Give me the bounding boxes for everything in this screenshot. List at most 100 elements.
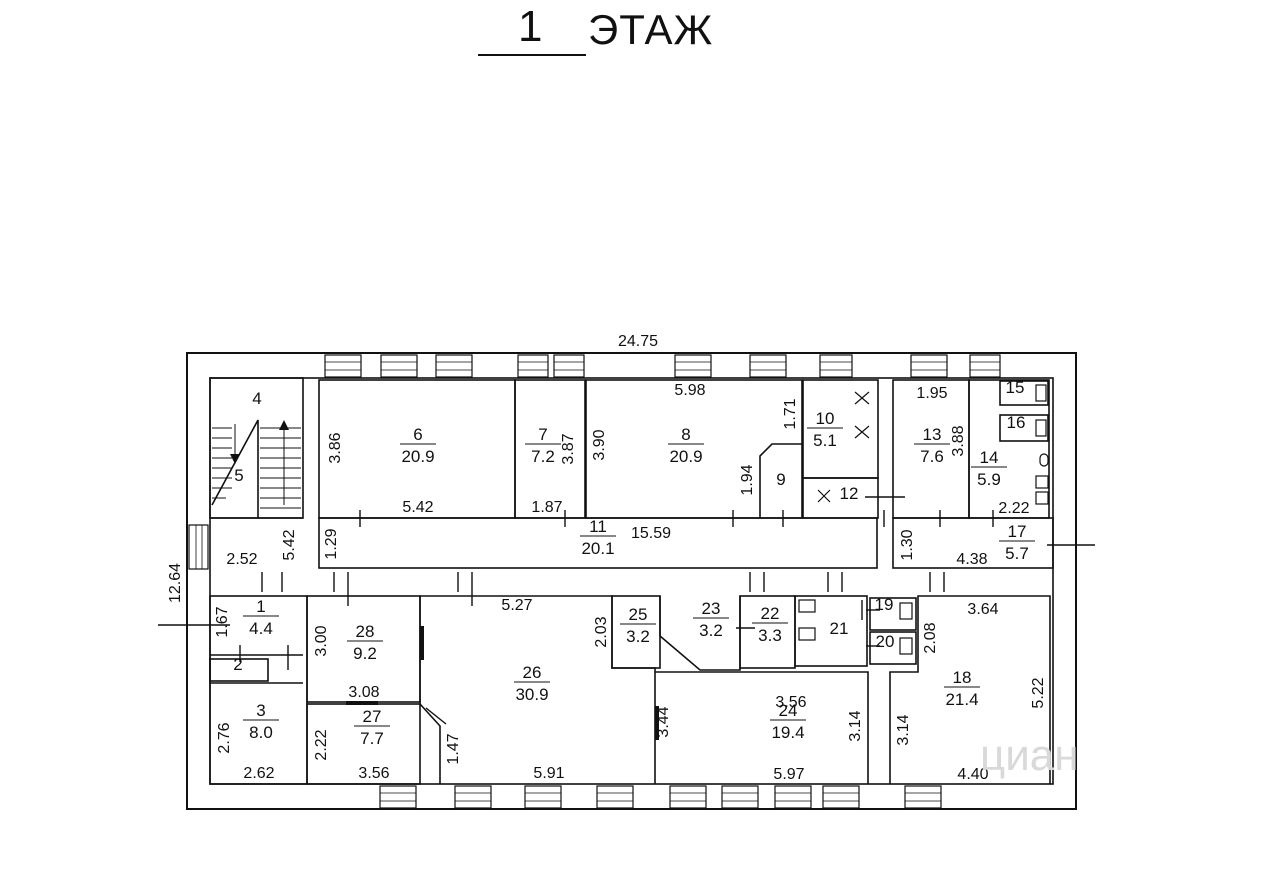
room-2-number: 2: [233, 655, 242, 674]
dimension-5: 3.90: [591, 429, 608, 460]
window-north-10: [969, 354, 1001, 378]
room-16-label: 16: [1007, 413, 1026, 432]
window-south-7: [774, 785, 812, 809]
dimension-25: 3.56: [775, 694, 806, 711]
room-5-label: 5: [234, 466, 243, 485]
sink-icon-21b: [798, 627, 816, 641]
window-south-5: [669, 785, 707, 809]
window-south-8: [822, 785, 860, 809]
dimension-18: 5.27: [501, 597, 532, 614]
room-20-label: 20: [876, 632, 895, 651]
washbasin-icon: [1039, 453, 1049, 467]
room-13-label: 137.6: [914, 425, 950, 466]
window-north-3: [435, 354, 473, 378]
window-north-4: [517, 354, 549, 378]
floor-number-underline: [478, 54, 586, 56]
room-28-label: 289.2: [347, 622, 383, 663]
toilet-icon-19: [899, 602, 913, 620]
dimension-7: 1.71: [782, 398, 799, 429]
dimension-32: 4.40: [957, 766, 988, 783]
dimension-35: 2.22: [313, 729, 330, 760]
room-10-number: 10: [816, 409, 835, 428]
window-hatching: [195, 361, 1000, 802]
room-21-number: 21: [830, 619, 849, 638]
room-7-area: 7.2: [531, 447, 555, 466]
room-11-number: 11: [589, 517, 607, 536]
window-west-1: [188, 524, 209, 570]
room-22-number: 22: [761, 604, 780, 623]
room-1-area: 4.4: [249, 619, 273, 638]
stair-arrow-heads: [230, 420, 289, 464]
dimension-24: 1.47: [445, 733, 462, 764]
toilet-icon-16: [1035, 419, 1047, 437]
dimension-4: 1.87: [531, 499, 562, 516]
dimension-15: 4.38: [956, 551, 987, 568]
room-3-area: 8.0: [249, 723, 273, 742]
room-2-label: 2: [233, 655, 242, 674]
staircase: [211, 419, 301, 518]
room-14-label: 145.9: [971, 448, 1007, 489]
dimension-23: 3.44: [655, 706, 672, 737]
room-4-label: 4: [252, 389, 261, 408]
room-8-number: 8: [681, 425, 690, 444]
overall-height: 12.64: [167, 563, 184, 603]
dimension-22: 2.03: [593, 616, 610, 647]
radiator-icon-1: [854, 391, 870, 405]
window-north-9: [910, 354, 948, 378]
room-3-label: 38.0: [243, 701, 279, 742]
sink-icon-21a: [798, 599, 816, 613]
room-26-area: 30.9: [515, 685, 548, 704]
window-north-6: [674, 354, 712, 378]
room-14-number: 14: [980, 448, 999, 467]
room-25-area: 3.2: [626, 627, 650, 646]
room-3-number: 3: [256, 701, 265, 720]
room-28-number: 28: [356, 622, 375, 641]
dimension-1: 3.86: [327, 432, 344, 463]
doors: [158, 496, 1095, 725]
dimension-3: 3.87: [560, 433, 577, 464]
dimension-6: 5.98: [674, 382, 705, 399]
room-5-number: 5: [234, 466, 243, 485]
room-12-label: 12: [840, 484, 859, 503]
dimension-21: 3.08: [348, 684, 379, 701]
room-23-area: 3.2: [699, 621, 723, 640]
room-12-number: 12: [840, 484, 859, 503]
windows: [188, 354, 1001, 809]
room-7-number: 7: [538, 425, 547, 444]
room-6-area: 20.9: [401, 447, 434, 466]
room-26-number: 26: [523, 663, 542, 682]
radiator-icon-3: [817, 489, 831, 503]
window-south-4: [596, 785, 634, 809]
room-28-area: 9.2: [353, 644, 377, 663]
dimension-26: 3.14: [847, 710, 864, 741]
window-north-7: [749, 354, 787, 378]
room-24-number: 24: [779, 701, 798, 720]
room-17-number: 17: [1008, 522, 1027, 541]
room-25-number: 25: [629, 605, 648, 624]
dimension-14: 1.30: [899, 529, 916, 560]
window-south-6: [721, 785, 759, 809]
room-13-number: 13: [923, 425, 942, 444]
room-25-label: 253.2: [620, 605, 656, 646]
room-6-number: 6: [413, 425, 422, 444]
watermark: циан: [980, 731, 1079, 780]
dimension-37: 5.91: [533, 765, 564, 782]
room-27-area: 7.7: [360, 729, 384, 748]
dimension-36: 3.56: [358, 765, 389, 782]
dimension-labels: 24.75 12.64 3.865.423.871.873.905.981.71…: [167, 333, 1047, 783]
room-6-label: 620.9: [400, 425, 436, 466]
room-21-label: 21: [830, 619, 849, 638]
dimension-20: 3.00: [313, 625, 330, 656]
dimension-28: 2.08: [922, 622, 939, 653]
window-south-9: [904, 785, 942, 809]
room-8-label: 820.9: [668, 425, 704, 466]
room-10-label: 105.1: [807, 409, 843, 450]
toilet-icon-20: [899, 637, 913, 655]
room-14-area: 5.9: [977, 470, 1001, 489]
window-north-5: [553, 354, 585, 378]
dimension-8: 1.94: [739, 464, 756, 495]
dimension-34: 2.62: [243, 765, 274, 782]
room-1-label: 14.4: [243, 597, 279, 638]
